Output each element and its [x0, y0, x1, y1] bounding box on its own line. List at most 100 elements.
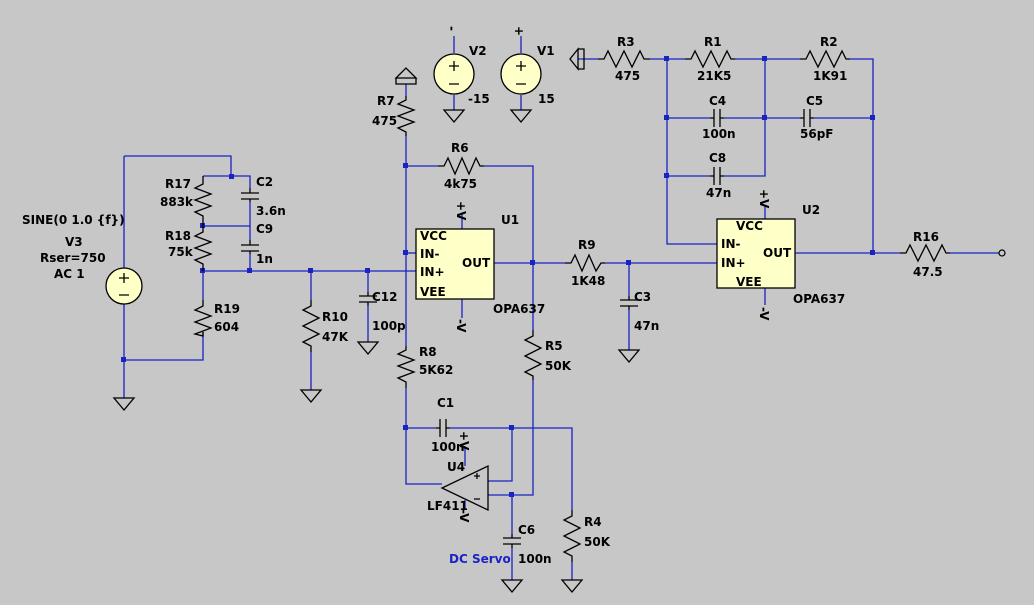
capacitor-c9	[241, 240, 259, 254]
c1-value: 100n	[431, 440, 465, 454]
ground-symbols	[112, 109, 641, 594]
resistor-r9	[565, 253, 605, 273]
net-flag-icon	[394, 67, 418, 85]
capacitor-c8	[710, 167, 724, 185]
c3-name: C3	[634, 290, 651, 304]
r8-name: R8	[419, 345, 437, 359]
u4-name: U4	[447, 460, 465, 474]
source-v3	[105, 267, 143, 305]
opamp-u4-body	[440, 464, 489, 512]
resistor-r8	[396, 346, 416, 388]
c4-name: C4	[709, 94, 726, 108]
r4-name: R4	[584, 515, 602, 529]
c2-value: 3.6n	[256, 204, 286, 218]
resistor-r17	[193, 176, 213, 226]
r9-name: R9	[578, 238, 596, 252]
r17-value: 883k	[160, 195, 194, 209]
ground-symbol	[617, 349, 641, 364]
ground-symbol	[500, 579, 524, 594]
u2-plus-rail: +V	[757, 189, 771, 209]
r10-value: 47K	[322, 330, 349, 344]
ground-symbol	[560, 579, 584, 594]
u1-model: OPA637	[493, 302, 545, 316]
r16-value: 47.5	[913, 265, 943, 279]
resistor-r7	[396, 96, 416, 136]
opamp-u2-body	[716, 218, 796, 289]
u4-plus-rail: +V	[457, 431, 471, 451]
v3-param: Rser=750	[40, 251, 106, 265]
r1-value: 21K5	[697, 69, 731, 83]
r6-value: 4k75	[444, 177, 477, 191]
u1-pin-out: OUT	[462, 256, 491, 270]
u1-pin-inp: IN+	[420, 265, 445, 279]
wires	[123, 36, 1000, 580]
source-v1	[500, 53, 542, 95]
r3-value: 475	[615, 69, 640, 83]
u2-pin-out: OUT	[763, 246, 792, 260]
c8-name: C8	[709, 151, 726, 165]
resistor-r1	[685, 49, 735, 69]
v1-value: 15	[538, 92, 555, 106]
resistor-r6	[438, 156, 484, 176]
r6-name: R6	[451, 141, 469, 155]
r17-name: R17	[165, 177, 191, 191]
output-terminal[interactable]	[998, 249, 1006, 257]
v3-param: V3	[65, 235, 83, 249]
voltage-sources	[105, 53, 542, 305]
capacitors	[241, 109, 814, 548]
capacitor-c1	[436, 419, 450, 437]
c3-value: 47n	[634, 319, 659, 333]
resistor-r18	[193, 226, 213, 271]
u2-name: U2	[802, 203, 820, 217]
v2-value: -15	[468, 92, 490, 106]
c12-name: C12	[372, 290, 398, 304]
u2-pin-vee: VEE	[736, 275, 762, 289]
source-v2	[433, 53, 475, 95]
u1-pin-vcc: VCC	[420, 229, 447, 243]
capacitor-c5	[800, 109, 814, 127]
capacitor-c2	[241, 188, 259, 202]
c12-value: 100p	[372, 319, 406, 333]
v2-pin: -	[445, 26, 459, 31]
r16-name: R16	[913, 230, 939, 244]
r2-name: R2	[820, 35, 838, 49]
u4-model: LF411	[427, 499, 468, 513]
r3-name: R3	[617, 35, 635, 49]
u4-minus-rail: -V	[457, 509, 471, 523]
junctions	[121, 56, 875, 497]
v3-param: SINE(0 1.0 {f})	[22, 213, 125, 227]
r18-name: R18	[165, 229, 191, 243]
c9-name: C9	[256, 222, 273, 236]
ground-symbol	[299, 389, 323, 404]
c5-name: C5	[806, 94, 823, 108]
c6-value: 100n	[518, 552, 552, 566]
labels: SINE(0 1.0 {f}) V3 Rser=750 AC 1 V2 -15 …	[22, 26, 943, 566]
capacitor-c4	[710, 109, 724, 127]
c6-name: C6	[518, 523, 535, 537]
r1-name: R1	[704, 35, 722, 49]
opamp-u1-body	[415, 228, 495, 300]
dc-servo-note: DC Servo	[449, 552, 511, 566]
v2-name: V2	[469, 44, 487, 58]
resistor-r4	[562, 510, 582, 562]
c2-name: C2	[256, 175, 273, 189]
v1-pin: +	[512, 26, 526, 36]
r7-name: R7	[377, 94, 395, 108]
resistor-r10	[301, 300, 321, 352]
u1-minus-rail: -V	[454, 319, 468, 333]
r19-name: R19	[214, 302, 240, 316]
ground-symbol	[356, 341, 380, 356]
c5-value: 56pF	[800, 127, 834, 141]
c8-value: 47n	[706, 186, 731, 200]
r7-value: 475	[372, 114, 397, 128]
r2-value: 1K91	[813, 69, 847, 83]
resistor-r3	[598, 49, 650, 69]
capacitor-c3	[620, 296, 638, 310]
u1-pin-vee: VEE	[420, 285, 446, 299]
capacitor-c12	[359, 292, 377, 306]
r5-value: 50K	[545, 359, 572, 373]
u2-model: OPA637	[793, 292, 845, 306]
v3-param: AC 1	[54, 267, 85, 281]
r5-name: R5	[545, 339, 563, 353]
